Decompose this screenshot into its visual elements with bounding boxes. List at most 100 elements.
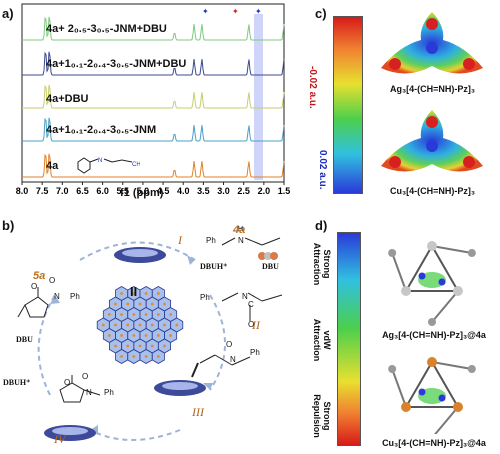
nmr-trace [22, 51, 285, 76]
label-h: H [238, 226, 244, 233]
nmr-trace [22, 84, 285, 109]
panel-a-label: a) [2, 6, 14, 21]
x-tick-label: 4.0 [177, 186, 190, 196]
ligand-atom [428, 318, 436, 326]
carbamate-structure [221, 292, 283, 321]
framework-node [107, 334, 111, 337]
marker-star-blue: ✦ [255, 7, 262, 16]
framework-node [132, 355, 136, 358]
x-tick-label: 3.0 [217, 186, 230, 196]
framework-node [150, 344, 154, 348]
roman-III: III [192, 405, 204, 419]
framework-node [156, 334, 160, 337]
label-ph-1: Ph [206, 236, 216, 245]
ligand-atom [467, 249, 476, 257]
x-tick-label: 5.0 [137, 186, 150, 196]
ligand-atom [467, 365, 476, 373]
catalyst-III [154, 380, 206, 396]
label-ph-2: Ph [200, 293, 210, 302]
marker-star-blue-2: ✦ [202, 7, 209, 16]
x-tick-label: 7.5 [36, 186, 49, 196]
label-n-4: N [54, 292, 60, 301]
label-o-5: O [64, 378, 71, 387]
framework-node [163, 344, 166, 348]
trace-label-5: 4a [46, 160, 59, 172]
label-ph-5: Ph [104, 388, 114, 397]
metal-atom [427, 357, 437, 367]
ligand-atom [388, 365, 397, 373]
framework-node [114, 302, 117, 306]
framework-node [114, 323, 117, 327]
framework-node [150, 323, 154, 327]
scale-label-strong-repulsion: Strong Repulsion [312, 394, 332, 438]
framework-node [144, 355, 148, 358]
label-dbuh-right: DBUH⁺ [200, 262, 228, 271]
metal-atom [452, 286, 463, 296]
esp-scale-top-label: -0.02 a.u. [307, 66, 318, 109]
label-n-5: N [86, 388, 92, 397]
framework-node [144, 313, 148, 316]
nmr-trace [22, 16, 285, 41]
framework-node [126, 323, 130, 327]
framework-node [156, 355, 160, 358]
x-tick-label: 7.0 [56, 186, 69, 196]
intermediate-IV-structure [59, 375, 101, 403]
nmr-trace [22, 117, 285, 142]
product-5a-structure [17, 287, 49, 318]
framework-node [120, 334, 123, 337]
scale-label-strong-attraction: Strong Attraction [312, 242, 332, 286]
framework-node [144, 334, 148, 337]
framework-node [126, 302, 130, 306]
x-axis-label: f1 (ppm) [120, 187, 164, 199]
roman-IV: IV [54, 432, 66, 446]
intermediate-III-structure [191, 354, 251, 378]
trace-label-4: 4a+1₀.₁-2₀.₄-3₀.₅-JNM [46, 124, 157, 136]
x-tick-label: 1.5 [278, 186, 291, 196]
marker-star-red: ✦ [232, 7, 239, 16]
framework-node [132, 292, 136, 295]
label-c: C [248, 300, 254, 309]
center-label-II: II [130, 284, 138, 299]
label-5a: 5a [33, 270, 46, 282]
framework-node [138, 302, 142, 306]
caption-ag-esp: Ag₃[4-(CH=NH)-Pz]₃ [389, 84, 476, 94]
nitrogen-atom [418, 388, 426, 396]
label-dbu-left: DBU [16, 335, 33, 344]
framework-node [175, 323, 179, 327]
x-tick-label: 4.5 [157, 186, 170, 196]
framework-node [120, 355, 123, 358]
framework-node [163, 323, 166, 327]
nmr-trace [22, 153, 285, 178]
molecule-ag-4a [388, 241, 476, 326]
highlight-band [254, 14, 263, 180]
scale-label-vdw-attraction: vdW Attraction [312, 318, 332, 362]
x-tick-label: 8.0 [16, 186, 29, 196]
esp-color-scale [333, 16, 363, 194]
label-n-3: N [230, 355, 236, 364]
caption-cu-4a: Cu₃[4-(CH=NH)-Pz]₃@4a [382, 438, 486, 448]
label-4a: 4a [233, 224, 246, 236]
panel-c-label: c) [315, 6, 327, 21]
x-tick-label: 3.5 [197, 186, 210, 196]
panel-d-label: d) [315, 218, 328, 233]
metal-atom [401, 402, 412, 412]
framework-node [138, 323, 142, 327]
caption-cu-esp: Cu₃[4-(CH=NH)-Pz]₃ [389, 186, 476, 196]
label-n-2: N [242, 292, 248, 301]
x-tick-label: 6.5 [76, 186, 89, 196]
metal-atom [427, 241, 437, 251]
label-ph-3: Ph [250, 348, 260, 357]
compound-4a-structure: N CH [77, 157, 140, 174]
label-o-3: O [31, 282, 38, 291]
label-dbu-right: DBU [262, 262, 279, 271]
label-o-4: O [49, 276, 56, 285]
framework-node [132, 313, 136, 316]
framework-node [144, 292, 148, 295]
ligand-atom [388, 249, 397, 257]
framework-node [114, 344, 117, 348]
catalytic-cycle-diagram [17, 237, 283, 441]
substrate-4a-structure [221, 237, 281, 260]
roman-I: I [178, 233, 182, 247]
label-n-1: N [238, 236, 244, 245]
